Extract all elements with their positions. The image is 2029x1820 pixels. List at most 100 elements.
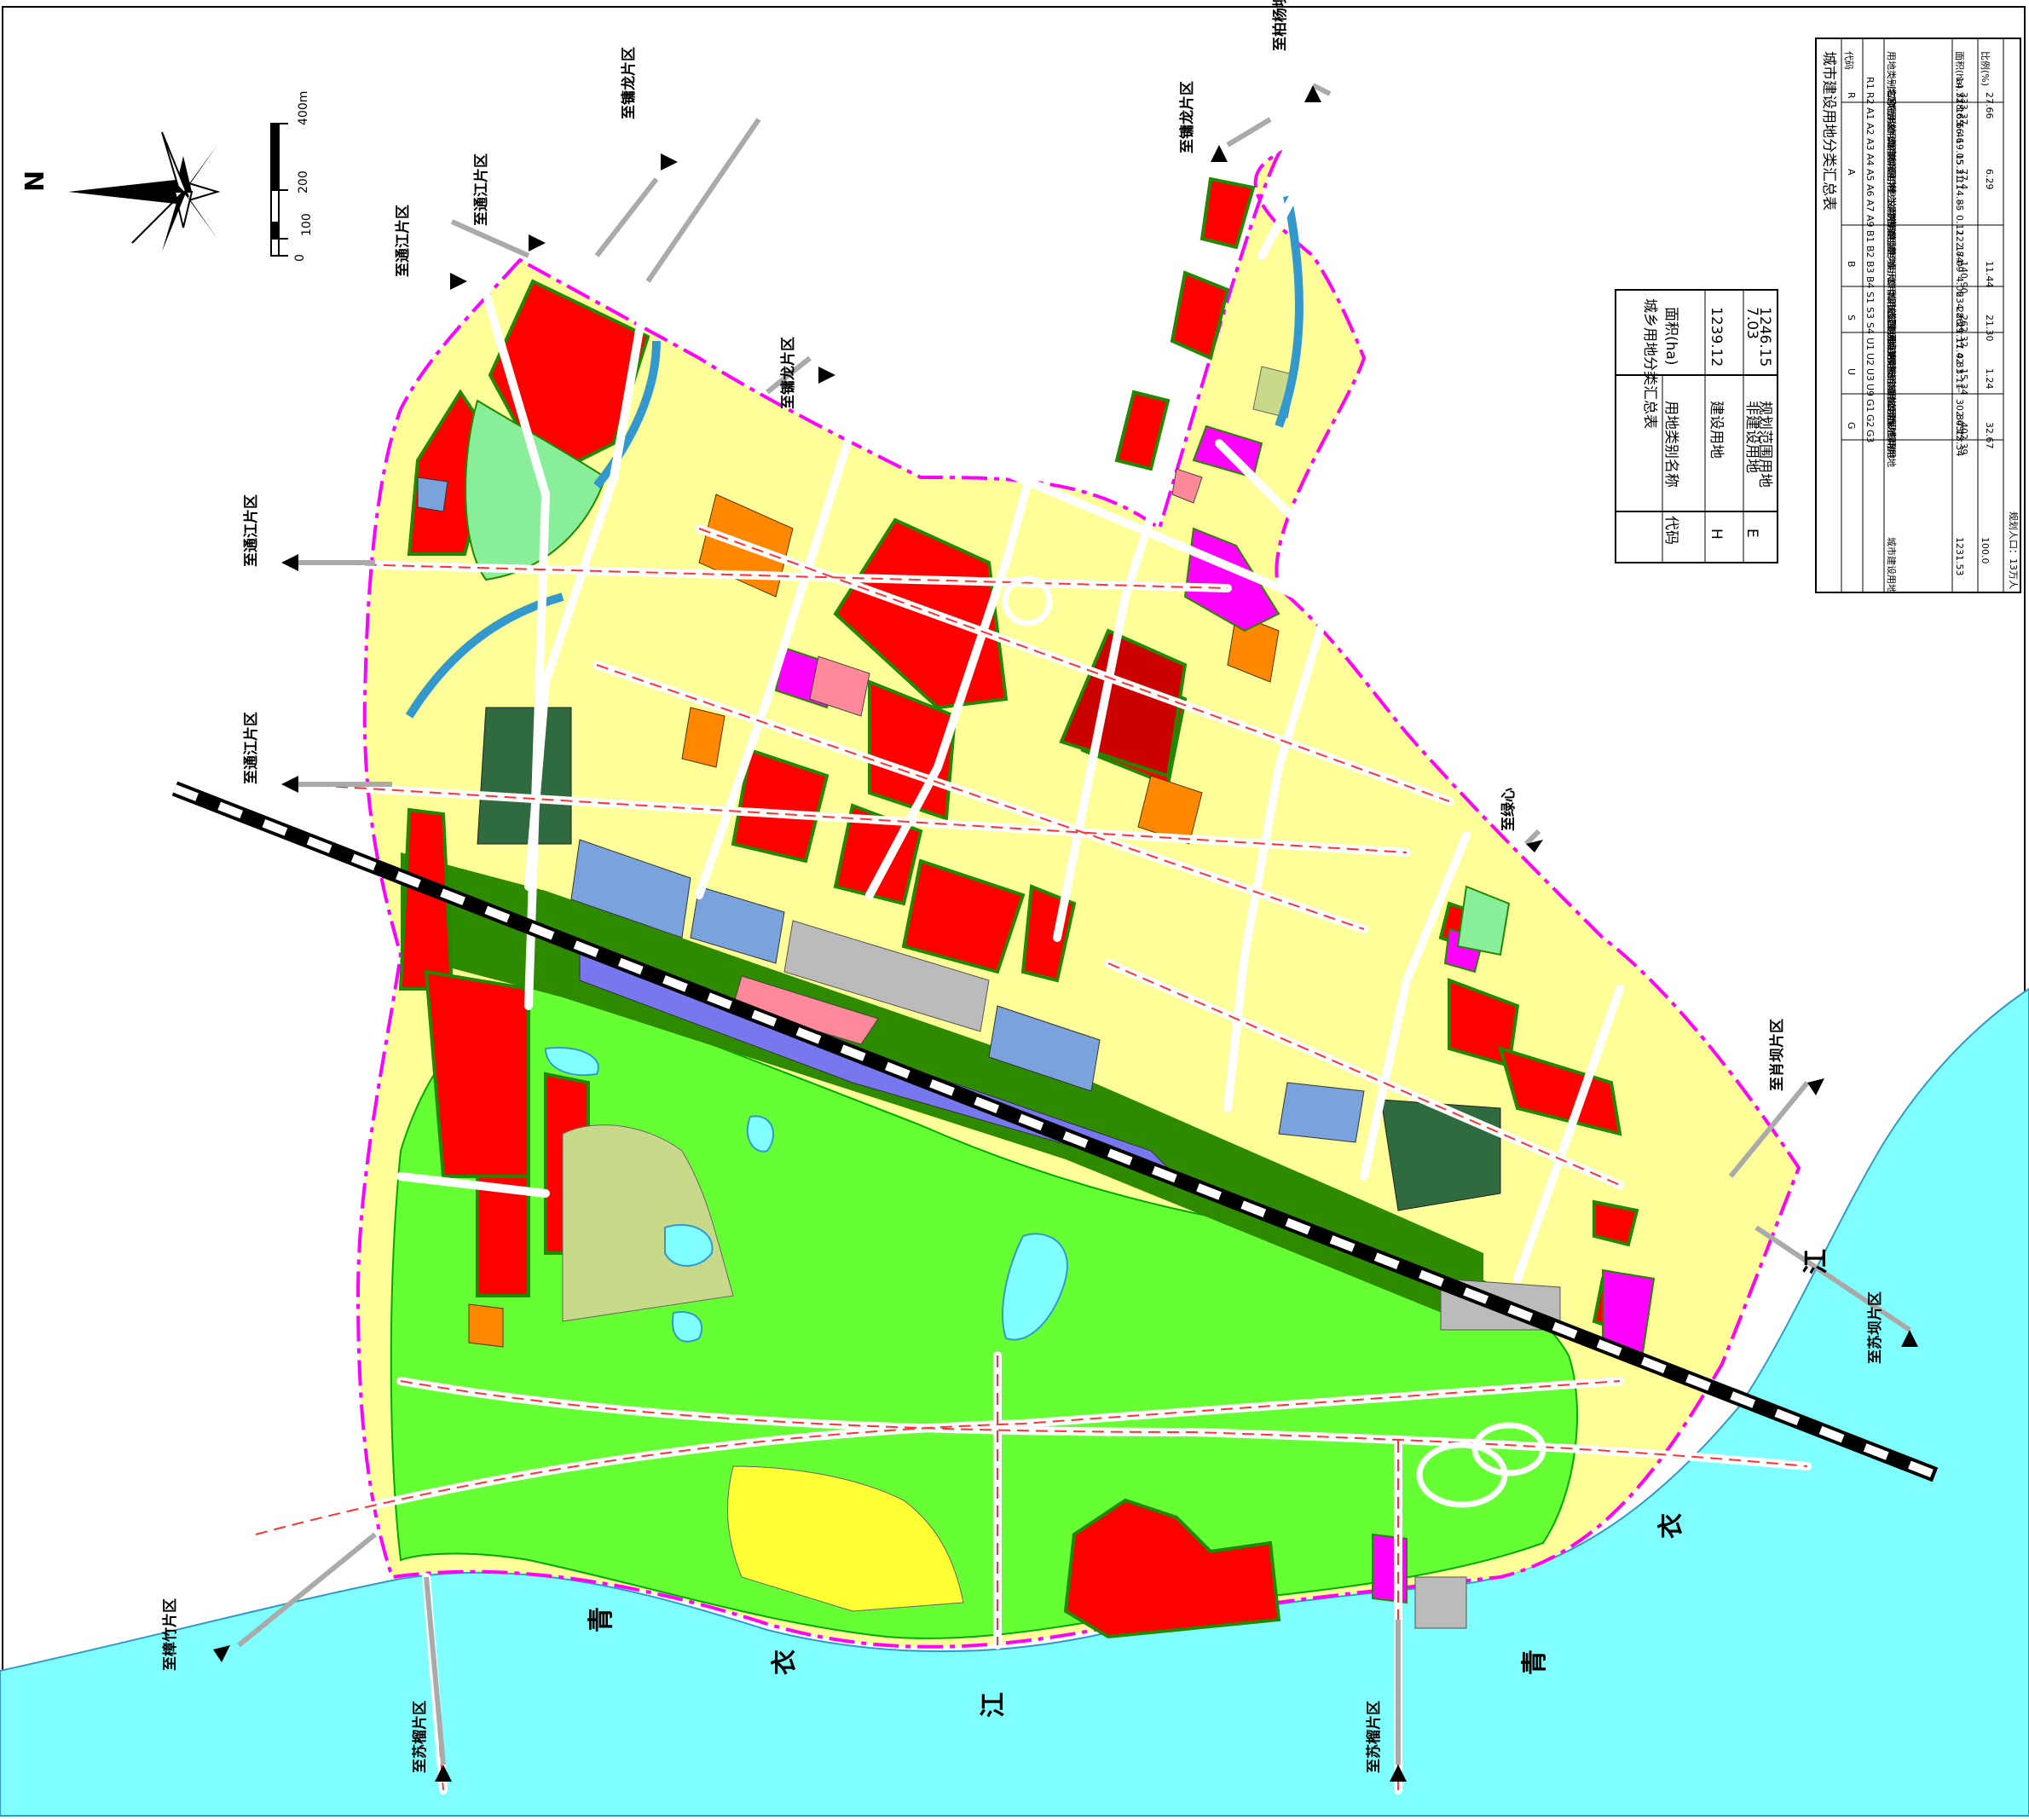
urban-sub-name: 交通枢纽用地 [1886, 307, 1898, 363]
urban-group-code: R [1846, 92, 1857, 99]
urban-sub-code: U3 [1864, 368, 1876, 381]
urban-sub-name: 宗教用地 [1886, 215, 1898, 252]
direction-labels: 至柏杨坝片区 至镛龙片区 至通江片区 至镛龙片区 至通江片区 至通江片区 至通江… [161, 0, 1884, 1773]
summary-row-area: 1239.12 [1708, 307, 1725, 367]
urban-sub-area: 318.65 [1954, 92, 1965, 125]
urban-sub-name: 行政办公用地 [1886, 107, 1898, 164]
urban-sub-area: — [1954, 261, 1965, 270]
urban-sub-name: 商业用地 [1886, 230, 1898, 268]
urban-sub-name: 社会福利用地 [1886, 184, 1898, 240]
scale-400m: 400m [297, 91, 310, 125]
urban-sub-name: 环境设施用地 [1886, 353, 1898, 409]
direction-label: 至肖坝片区 [1768, 1019, 1786, 1091]
urban-sub-code: S3 [1864, 307, 1876, 319]
urban-sub-name: 城市道路用地 [1886, 292, 1898, 348]
urban-sub-code: S1 [1864, 292, 1876, 303]
urban-total-area: 1231.53 [1954, 537, 1965, 576]
urban-sub-code: S4 [1864, 322, 1876, 334]
urban-sub-code: U1 [1864, 338, 1876, 350]
urban-sub-code: B3 [1864, 261, 1876, 274]
urban-sub-name: 广场用地 [1886, 430, 1898, 467]
urban-sub-name: 二类居住用地 [1886, 92, 1898, 148]
urban-sub-name: 医疗卫生用地 [1886, 169, 1898, 225]
direction-label: 至镛龙片区 [779, 337, 797, 409]
urban-group-pct: 32.67 [1984, 422, 1995, 449]
urban-group-total: 77.4 [1958, 169, 1969, 190]
urban-sub-code: A4 [1864, 153, 1876, 166]
urban-sub-code: B4 [1864, 276, 1876, 289]
urban-sub-code: A9 [1864, 215, 1876, 228]
urban-sub-area: 2.11 [1954, 169, 1965, 190]
direction-label: 至通江片区 [242, 494, 260, 567]
urban-sub-area: 3.11 [1954, 368, 1965, 390]
urban-group-total: 140.90 [1958, 261, 1969, 294]
direction-label: 至柏杨坝片区 [1271, 0, 1289, 51]
urban-sub-name: 公园绿地 [1886, 399, 1898, 436]
compass-label: N [20, 170, 50, 192]
scale-200: 200 [297, 170, 310, 194]
urban-sub-area: 17.09 [1954, 246, 1965, 273]
urban-sub-area: 0.81 [1954, 353, 1965, 374]
scale-100: 100 [300, 213, 314, 236]
summary-row-code: E [1743, 529, 1760, 538]
summary-header-code: 代码 [1662, 516, 1679, 545]
river-char: 青 [1520, 1650, 1550, 1675]
scale-bar: 0 100 200 400m [270, 91, 314, 262]
river-char: 江 [979, 1692, 1009, 1718]
urban-group-pct: 27.66 [1984, 92, 1995, 119]
urban-group-total: 333.37 [1958, 92, 1969, 125]
summary-header-area: 面积(ha) [1662, 307, 1679, 365]
urban-sub-code: U9 [1864, 384, 1876, 396]
urban-group-pct: 6.29 [1984, 169, 1995, 190]
direction-label: 至通江片区 [472, 153, 490, 226]
urban-sub-name: 教育科研用地 [1886, 138, 1898, 194]
river-char: 青 [587, 1607, 616, 1632]
summary-header-name: 用地类别名称 [1662, 401, 1679, 488]
urban-sub-code: B1 [1864, 230, 1876, 243]
urban-group-total: 402.39 [1958, 422, 1969, 455]
urban-header-pct: 比例(%) [1980, 51, 1991, 86]
urban-sub-area: 19.05 [1954, 138, 1965, 165]
urban-sub-area: 6.46 [1954, 123, 1965, 144]
river-char: 衣 [1656, 1513, 1686, 1539]
urban-sub-area: 11.17 [1954, 322, 1965, 350]
urban-sub-name: 公用设施营业网点用地 [1886, 276, 1898, 370]
urban-sub-name: 娱乐康体用地 [1886, 261, 1898, 317]
north-arrow-icon [68, 131, 221, 251]
direction-label: 至绿心 [1500, 788, 1517, 831]
direction-arrow-icons [213, 85, 1918, 1782]
urban-sub-area: 14.85 [1954, 184, 1965, 211]
urban-sub-name: 交通场站用地 [1886, 322, 1898, 378]
urban-sub-code: R1 [1864, 77, 1876, 90]
river-char: 衣 [770, 1650, 800, 1675]
summary-row-area: 1246.15 [1756, 307, 1773, 367]
river-char: 江 [1801, 1249, 1831, 1274]
direction-label: 至通江片区 [242, 712, 260, 784]
urban-sub-code: R2 [1864, 92, 1876, 105]
urban-sub-area: 84.72 [1954, 414, 1965, 442]
dark-green-blocks [477, 707, 1501, 1211]
summary-row-area: 7.03 [1743, 307, 1760, 339]
urban-sub-area: 122.84 [1954, 230, 1965, 263]
urban-sub-area: 13.34 [1954, 430, 1965, 457]
interchanges [1002, 575, 1546, 1508]
urban-group-code: U [1846, 368, 1857, 375]
urban-sub-code: G3 [1864, 430, 1876, 443]
urban-table-title: 城市建设用地分类汇总表 [1820, 51, 1837, 211]
urban-group-total: 262.32 [1958, 315, 1969, 348]
summary-row-code: H [1708, 529, 1725, 540]
summary-table-title: 城乡用地分类汇总表 [1641, 298, 1658, 429]
urban-sub-name: 安全设施用地 [1886, 368, 1898, 425]
urban-sub-code: B2 [1864, 246, 1876, 258]
urban-sub-code: A1 [1864, 107, 1876, 120]
urban-sub-code: G2 [1864, 414, 1876, 428]
urban-sub-area: 22.29 [1954, 307, 1965, 334]
urban-sub-name: 商务用地 [1886, 246, 1898, 283]
urban-sub-code: G1 [1864, 399, 1876, 413]
urban-sub-area: 11.42 [1954, 338, 1965, 365]
urban-sub-area: 15.31 [1954, 153, 1965, 181]
urban-sub-name: 体育用地 [1886, 153, 1898, 191]
urban-sub-code: A5 [1864, 169, 1876, 182]
